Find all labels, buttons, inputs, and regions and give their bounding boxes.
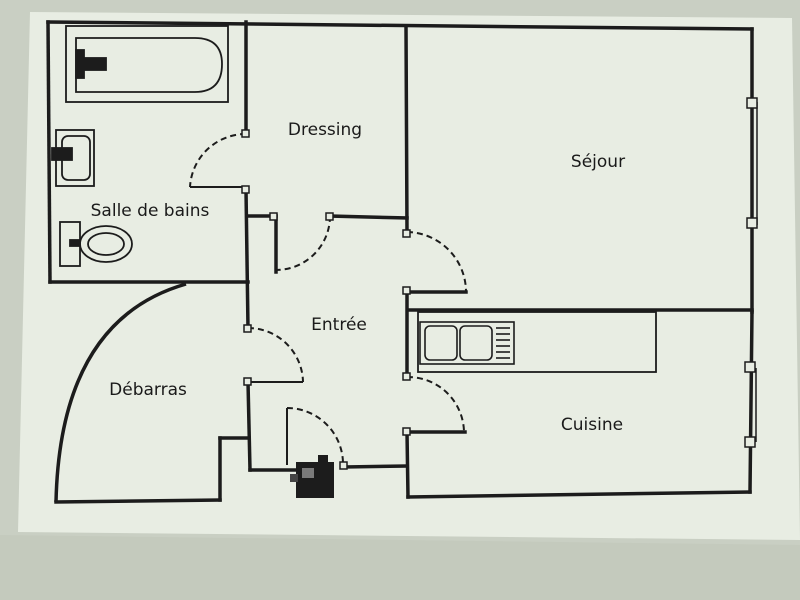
boiler-icon: [290, 455, 334, 498]
door-dressing-entree: [275, 215, 331, 271]
room-label-entree: Entrée: [311, 315, 367, 335]
door-debarras: [247, 327, 304, 383]
door-entrance: [286, 407, 345, 466]
room-label-debarras: Débarras: [109, 380, 187, 400]
room-label-dressing: Dressing: [287, 120, 363, 140]
toilet-icon: [59, 221, 133, 267]
door-swings: [189, 132, 467, 466]
door-cuisine: [406, 375, 465, 433]
room-label-salle-de-bains: Salle de bains: [90, 201, 210, 221]
washbasin-icon: [51, 129, 95, 187]
windows: [744, 97, 758, 448]
door-sejour: [406, 231, 467, 293]
bathtub-icon: [65, 25, 229, 103]
door-bath-dressing: [189, 132, 247, 188]
kitchen-sink-icon: [419, 321, 515, 365]
debarras-curved-wall: [54, 282, 187, 503]
door-hinges: [241, 129, 411, 470]
paper-shadow: [0, 535, 800, 600]
room-label-sejour: Séjour: [570, 152, 626, 172]
kitchen-counter: [417, 311, 657, 373]
room-label-cuisine: Cuisine: [560, 415, 624, 435]
